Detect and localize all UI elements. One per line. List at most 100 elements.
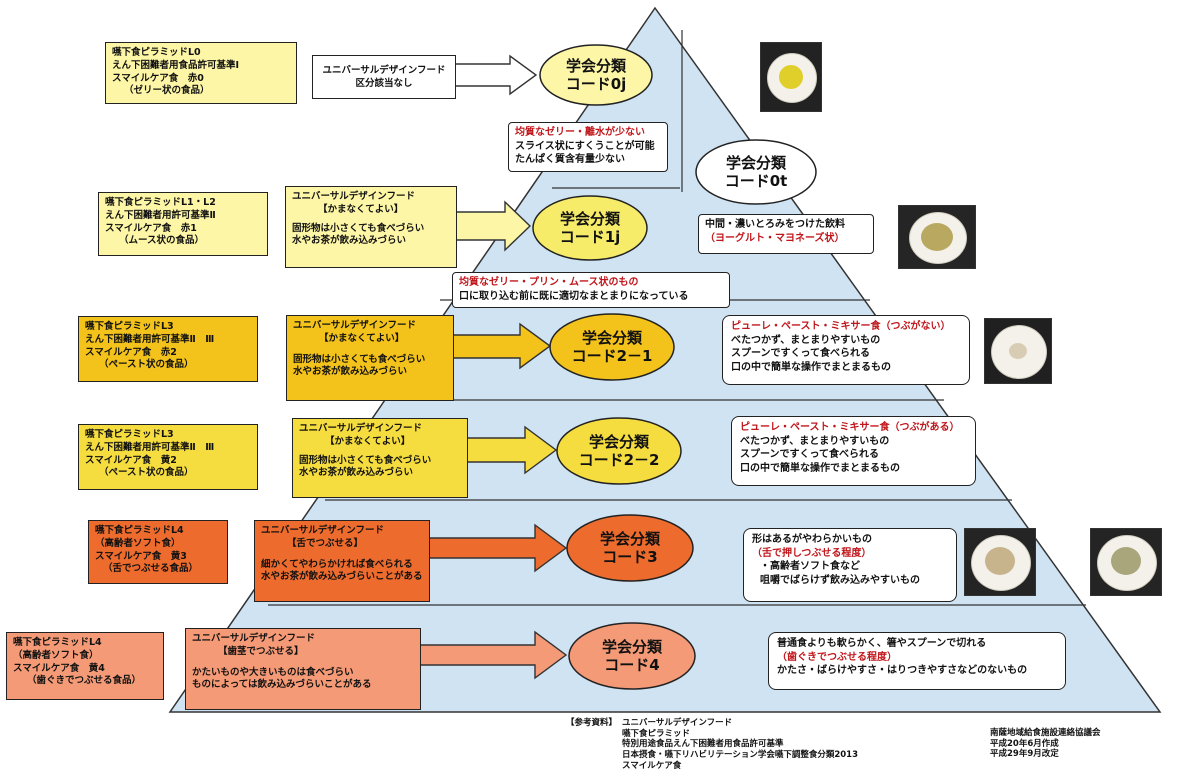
footer-org-line: 平成29年9月改定	[990, 749, 1059, 760]
desc-red: （ヨーグルト・マヨネーズ状）	[705, 232, 845, 244]
arrow-3	[427, 523, 568, 573]
code-label-line1: 学会分類	[601, 638, 662, 656]
code-label-line1: 学会分類	[565, 57, 626, 75]
code-label-line1: 学会分類	[599, 530, 660, 548]
code-label-line1: 学会分類	[588, 433, 649, 451]
arrow-2-2	[465, 425, 558, 475]
desc-red: （歯ぐきでつぶせる程度）	[777, 651, 897, 663]
code-3-label: 学会分類 コード3	[567, 530, 693, 566]
left-box-line: （高齢者ソフト食）	[95, 537, 181, 549]
desc-2-1: ピューレ・ペースト・ミキサー食（つぶがない） べたつかず、まとまりやすいもの ス…	[722, 315, 970, 385]
footer-ref: ユニバーサルデザインフード	[622, 718, 733, 728]
desc-line: スライス状にすくうことが可能	[515, 140, 655, 152]
food-photo-3b	[1090, 528, 1162, 596]
desc-0t: 中間・濃いとろみをつけた飲料 （ヨーグルト・マヨネーズ状）	[698, 214, 874, 254]
food-photo-0t	[898, 205, 976, 269]
left-box-line: えん下困難者用許可基準Ⅱ Ⅲ	[85, 441, 215, 453]
left-box-line: スマイルケア食 黄3	[95, 550, 187, 562]
code-4-ellipse	[568, 622, 696, 690]
footer-org-line: 平成20年6月作成	[990, 738, 1059, 749]
desc-line: べたつかず、まとまりやすいもの	[740, 435, 890, 447]
footer-label: 【参考資料】	[566, 718, 617, 729]
desc-line: 咀嚼でばらけず飲み込みやすいもの	[760, 574, 920, 586]
left-box-l3-red: 嚥下食ピラミッドL3 えん下困難者用許可基準Ⅱ Ⅲ スマイルケア食 赤2 （ペー…	[78, 316, 258, 382]
code-label-line2: コード1j	[559, 228, 621, 246]
left-box-line: えん下困難者用許可基準Ⅱ Ⅲ	[85, 333, 215, 345]
udf-line: 水やお茶が飲み込みづらい	[293, 366, 408, 378]
udf-line: 【かまなくてよい】	[318, 203, 404, 215]
desc-line: スプーンですくって食べられる	[731, 348, 870, 359]
left-box-l4-tongue: 嚥下食ピラミッドL4 （高齢者ソフト食） スマイルケア食 黄3 （舌でつぶせる食…	[88, 520, 228, 584]
udf-line: 水やお茶が飲み込みづらい	[292, 235, 407, 247]
code-0t-label: 学会分類 コード0t	[696, 154, 816, 190]
code-label-line1: 学会分類	[581, 329, 642, 347]
udf-line	[192, 659, 414, 667]
left-box-line: （ペースト状の食品）	[99, 359, 194, 371]
udf-box-3: ユニバーサルデザインフード 【舌でつぶせる】 細かくてやわらかければ食べられる …	[254, 520, 430, 602]
desc-4: 普通食よりも軟らかく、箸やスプーンで切れる （歯ぐきでつぶせる程度） かたさ・ば…	[768, 632, 1066, 690]
code-2-1-label: 学会分類 コード2－1	[550, 329, 674, 365]
desc-0j: 均質なゼリー・離水が少ない スライス状にすくうことが可能 たんぱく質含有量少ない	[508, 122, 668, 172]
code-label-line2: コード3	[602, 548, 658, 566]
left-box-line: スマイルケア食 黄4	[13, 662, 105, 674]
udf-box-2-2: ユニバーサルデザインフード 【かまなくてよい】 固形物は小さくても食べづらい 水…	[292, 418, 468, 498]
left-box-line: （ペースト状の食品）	[99, 467, 194, 479]
food-photo-3a	[964, 528, 1036, 596]
desc-line: べたつかず、まとまりやすいもの	[731, 334, 881, 346]
arrow-2-1	[452, 322, 552, 370]
desc-red: 均質なゼリー・プリン・ムース状のもの	[459, 277, 639, 288]
footer-ref: 日本摂食・嚥下リハビリテーション学会嚥下調整食分類2013	[622, 749, 858, 760]
udf-line: ユニバーサルデザインフード	[299, 423, 423, 434]
code-label-line2: コード2－2	[578, 451, 660, 469]
desc-2-2: ピューレ・ペースト・ミキサー食（つぶがある） べたつかず、まとまりやすいもの ス…	[731, 416, 976, 486]
udf-line: ユニバーサルデザインフード	[192, 633, 316, 644]
udf-line: 区分該当なし	[355, 77, 413, 89]
left-box-line: 嚥下食ピラミッドL4	[13, 637, 102, 648]
code-0j-ellipse	[539, 44, 653, 106]
arrow-4	[419, 630, 568, 680]
code-4-label: 学会分類 コード4	[569, 638, 695, 674]
desc-line: ・高齢者ソフト食など	[760, 561, 860, 572]
udf-line: ユニバーサルデザインフード	[261, 525, 385, 536]
arrow-1j	[454, 200, 532, 252]
desc-3: 形はあるがやわらかいもの （舌で押しつぶせる程度） ・高齢者ソフト食など 咀嚼で…	[743, 528, 957, 602]
udf-box-4: ユニバーサルデザインフード 【歯茎でつぶせる】 かたいものや大きいものは食べづら…	[185, 628, 421, 710]
code-label-line1: 学会分類	[559, 210, 620, 228]
left-box-line: 嚥下食ピラミッドL0	[112, 47, 201, 58]
desc-red: ピューレ・ペースト・ミキサー食（つぶがある）	[740, 422, 960, 433]
code-0j-label: 学会分類 コード0j	[540, 57, 652, 93]
left-box-line: えん下困難者用食品許可基準Ⅰ	[112, 59, 240, 71]
udf-box-0j: ユニバーサルデザインフード 区分該当なし	[312, 55, 456, 99]
code-2-2-label: 学会分類 コード2－2	[557, 433, 681, 469]
udf-box-1j: ユニバーサルデザインフード 【かまなくてよい】 固形物は小さくても食べづらい 水…	[285, 186, 457, 268]
code-1j-label: 学会分類 コード1j	[533, 210, 647, 246]
jelly-image	[779, 65, 803, 89]
udf-line: 水やお茶が飲み込みづらい	[299, 467, 414, 479]
udf-line: 水やお茶が飲み込みづらいことがある	[261, 571, 423, 583]
desc-line: 形はあるがやわらかいもの	[752, 534, 872, 545]
udf-line: かたいものや大きいものは食べづらい	[192, 666, 354, 678]
udf-line: ユニバーサルデザインフード	[293, 320, 417, 331]
udf-line: 【かまなくてよい】	[325, 435, 411, 447]
food-photo-0j	[760, 42, 822, 112]
left-box-line: （舌でつぶせる食品）	[103, 563, 199, 575]
desc-line: 口の中で簡単な操作でまとまるもの	[740, 462, 900, 474]
footer-label-text: 【参考資料】	[566, 718, 618, 728]
left-box-line: スマイルケア食 黄2	[85, 454, 177, 466]
code-label-line2: コード0j	[565, 75, 627, 93]
udf-line: ユニバーサルデザインフード	[292, 191, 416, 202]
udf-line: ものによっては飲み込みづらいことがある	[192, 679, 372, 691]
left-box-line: （歯ぐきでつぶせる食品）	[27, 675, 142, 687]
udf-line: 細かくてやわらかければ食べられる	[261, 558, 413, 570]
left-box-line: 嚥下食ピラミッドL4	[95, 525, 184, 536]
code-label-line1: 学会分類	[725, 154, 786, 172]
udf-line: 【舌でつぶせる】	[287, 537, 364, 549]
footer-ref: 特別用途食品えん下困難者用食品許可基準	[622, 739, 784, 750]
desc-line: 中間・濃いとろみをつけた飲料	[705, 219, 845, 230]
desc-red: 均質なゼリー・離水が少ない	[515, 127, 645, 138]
desc-line: スプーンですくって食べられる	[740, 449, 879, 460]
code-2-2-ellipse	[556, 417, 682, 485]
puree-image	[1009, 343, 1027, 359]
food-photo-2-1	[984, 318, 1052, 384]
left-box-line: えん下困難者用許可基準Ⅱ	[105, 209, 216, 221]
